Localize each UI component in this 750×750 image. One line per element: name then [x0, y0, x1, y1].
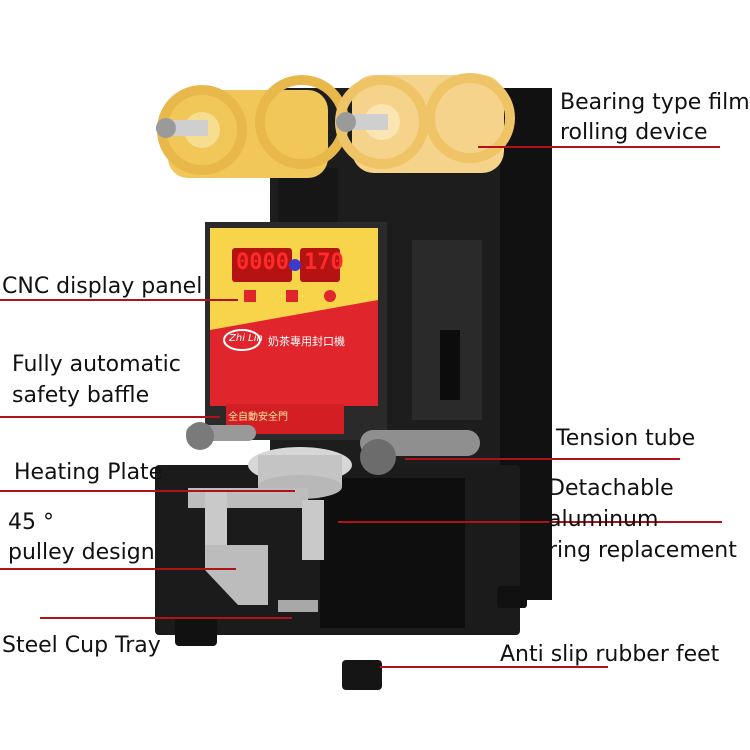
- callout-ring-line1: Detachable: [548, 476, 674, 501]
- film-reel-right: [335, 73, 515, 173]
- callout-heating-plate: Heating Plate: [14, 460, 163, 485]
- callout-cup-tray: Steel Cup Tray: [2, 633, 161, 658]
- leader-pulley: [0, 568, 236, 570]
- leader-display: [0, 299, 238, 301]
- callout-display-panel: CNC display panel: [2, 274, 203, 299]
- tension-tube: [186, 422, 480, 475]
- leader-heating: [0, 490, 295, 492]
- leader-tray: [40, 617, 292, 619]
- callout-pulley-line2: pulley design: [8, 540, 155, 565]
- panel-model-text: 奶茶專用封口機: [268, 335, 345, 348]
- baffle-text: 全自動安全門: [228, 412, 288, 423]
- leader-safety: [0, 416, 220, 418]
- led-counter: 0000: [236, 250, 289, 275]
- steel-cup-tray: [205, 545, 318, 612]
- callout-ring-line3: ring replacement: [548, 538, 737, 563]
- leader-feet: [380, 666, 608, 668]
- callout-film-rolling-line1: Bearing type film: [560, 90, 750, 115]
- brand-logo: Zhi Lin: [229, 333, 263, 344]
- callout-pulley-line1: 45 °: [8, 510, 54, 535]
- led-temperature: 170: [304, 250, 344, 275]
- callout-ring-line2: aluminum: [548, 507, 659, 532]
- rubber-foot: [342, 660, 382, 690]
- callout-rubber-feet: Anti slip rubber feet: [500, 642, 720, 667]
- leader-ring: [338, 521, 722, 523]
- rubber-foot: [175, 618, 217, 646]
- control-panel: [205, 222, 387, 440]
- callout-safety-line1: Fully automatic: [12, 352, 181, 377]
- callout-safety-line2: safety baffle: [12, 383, 150, 408]
- leader-film: [478, 146, 720, 148]
- leader-tension: [405, 458, 680, 460]
- callout-film-rolling-line2: rolling device: [560, 120, 708, 145]
- rubber-foot: [497, 586, 527, 608]
- film-reel-left: [156, 75, 349, 178]
- callout-tension-tube: Tension tube: [556, 426, 696, 451]
